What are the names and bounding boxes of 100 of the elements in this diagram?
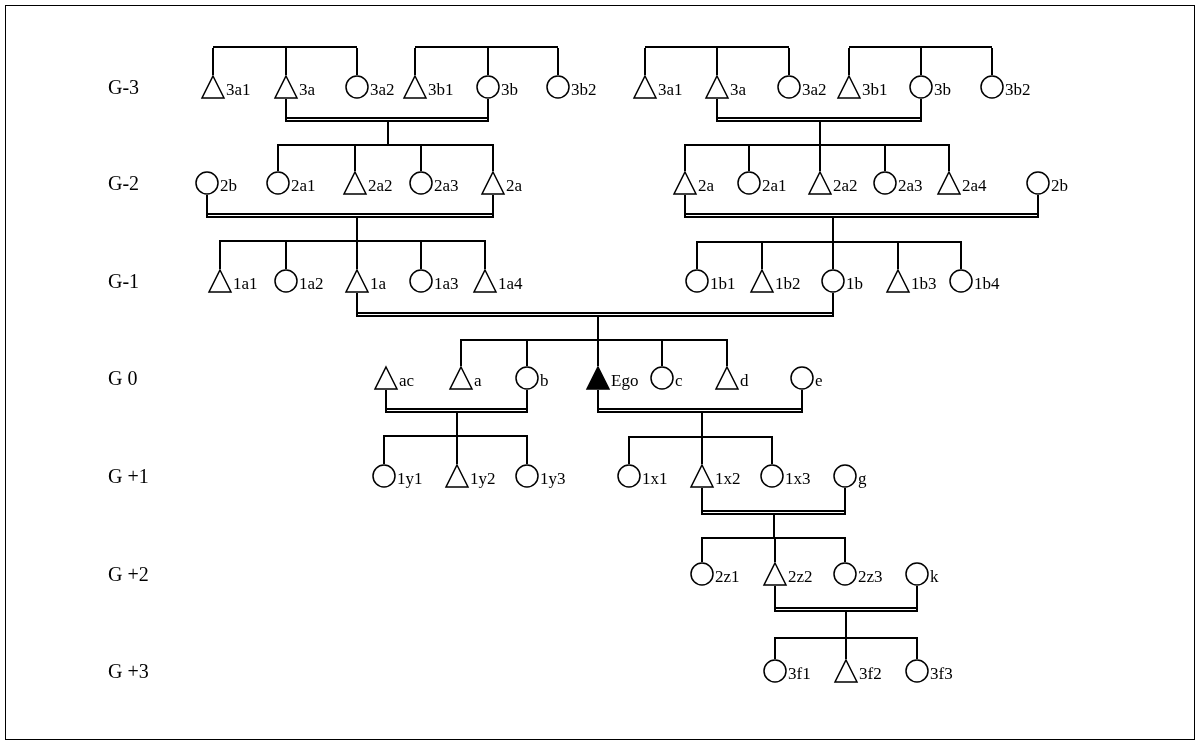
kinship-line [487,47,489,76]
person-label: 2z2 [788,568,813,586]
circle-symbol [546,75,570,99]
kinship-line [716,98,718,123]
triangle-symbol [633,75,657,99]
marriage-bar [702,510,845,515]
circle-symbol [685,269,709,293]
circle-symbol [195,171,219,195]
triangle-symbol [445,464,469,488]
kinship-line [212,47,214,76]
marriage-bar [207,213,493,218]
person-label: 2a2 [368,177,393,195]
circle-symbol [372,464,396,488]
circle-symbol [409,171,433,195]
triangle-symbol [705,75,729,99]
circle-symbol [737,171,761,195]
person-label: 1y3 [540,470,566,488]
circle-symbol [345,75,369,99]
kinship-line [773,514,846,563]
person-label: 1a [370,275,387,293]
person-label: a [474,372,482,390]
kinship-line [701,412,773,465]
person-label: 2a [698,177,715,195]
kinship-line [832,292,834,318]
person-label: 2a1 [291,177,316,195]
circle-symbol [909,75,933,99]
kinship-line [285,47,287,76]
circle-symbol [476,75,500,99]
triangle-symbol [886,269,910,293]
kinship-line [557,47,559,76]
triangle-symbol [837,75,861,99]
person-label: 1x2 [715,470,741,488]
triangle-symbol [345,269,369,293]
person-label: 1a2 [299,275,324,293]
person-label: 2z3 [858,568,883,586]
person-label: 3a1 [658,81,683,99]
person-label: Ego [611,372,639,390]
person-label: ac [399,372,415,390]
marriage-bar [685,213,1038,218]
kinship-line [845,611,918,660]
person-label: 3a [730,81,747,99]
person-label: 3f3 [930,665,953,683]
marriage-bar [717,117,921,122]
kinship-line [920,47,922,76]
triangle-symbol [763,562,787,586]
kinship-line [788,47,790,76]
circle-symbol [821,269,845,293]
kinship-line [832,217,962,270]
person-label: 3b [934,81,951,99]
triangle-symbol [201,75,225,99]
kinship-line [801,389,803,414]
circle-symbol [266,171,290,195]
circle-symbol [1026,171,1050,195]
person-label: 1b4 [974,275,1000,293]
triangle-symbol [673,171,697,195]
person-label: 2a2 [833,177,858,195]
kinship-line [848,47,850,76]
person-label: 3b2 [571,81,597,99]
person-label: 3a1 [226,81,251,99]
circle-symbol [690,562,714,586]
triangle-symbol [690,464,714,488]
person-label: 2a3 [434,177,459,195]
triangle-symbol [481,171,505,195]
circle-symbol [777,75,801,99]
kinship-line [597,389,599,414]
person-label: 2a1 [762,177,787,195]
generation-label: G +1 [108,465,149,487]
circle-symbol [790,366,814,390]
kinship-line [206,194,208,219]
marriage-bar [386,408,527,413]
person-label: e [815,372,823,390]
kinship-line [774,585,776,613]
sibling-line [213,46,357,48]
person-label: k [930,568,939,586]
person-label: 2a [506,177,523,195]
kinship-line [385,389,387,414]
circle-symbol [617,464,641,488]
kinship-line [456,412,528,465]
kinship-line [920,98,922,123]
circle-symbol [409,269,433,293]
kinship-line [701,487,703,516]
person-label: 1x1 [642,470,668,488]
person-label: 1y2 [470,470,496,488]
person-label: 1a4 [498,275,523,293]
person-label: 3a2 [802,81,827,99]
generation-label: G-2 [108,172,140,194]
circle-symbol [833,464,857,488]
triangle-symbol [374,366,398,390]
kinship-line [285,98,287,123]
triangle-symbol [473,269,497,293]
person-label: g [858,470,867,488]
person-label: 2b [220,177,237,195]
circle-symbol [905,659,929,683]
circle-symbol [980,75,1004,99]
circle-symbol [763,659,787,683]
kinship-line [356,47,358,76]
kinship-line [356,292,358,318]
circle-symbol [905,562,929,586]
person-label: 1b3 [911,275,937,293]
triangle-symbol [808,171,832,195]
